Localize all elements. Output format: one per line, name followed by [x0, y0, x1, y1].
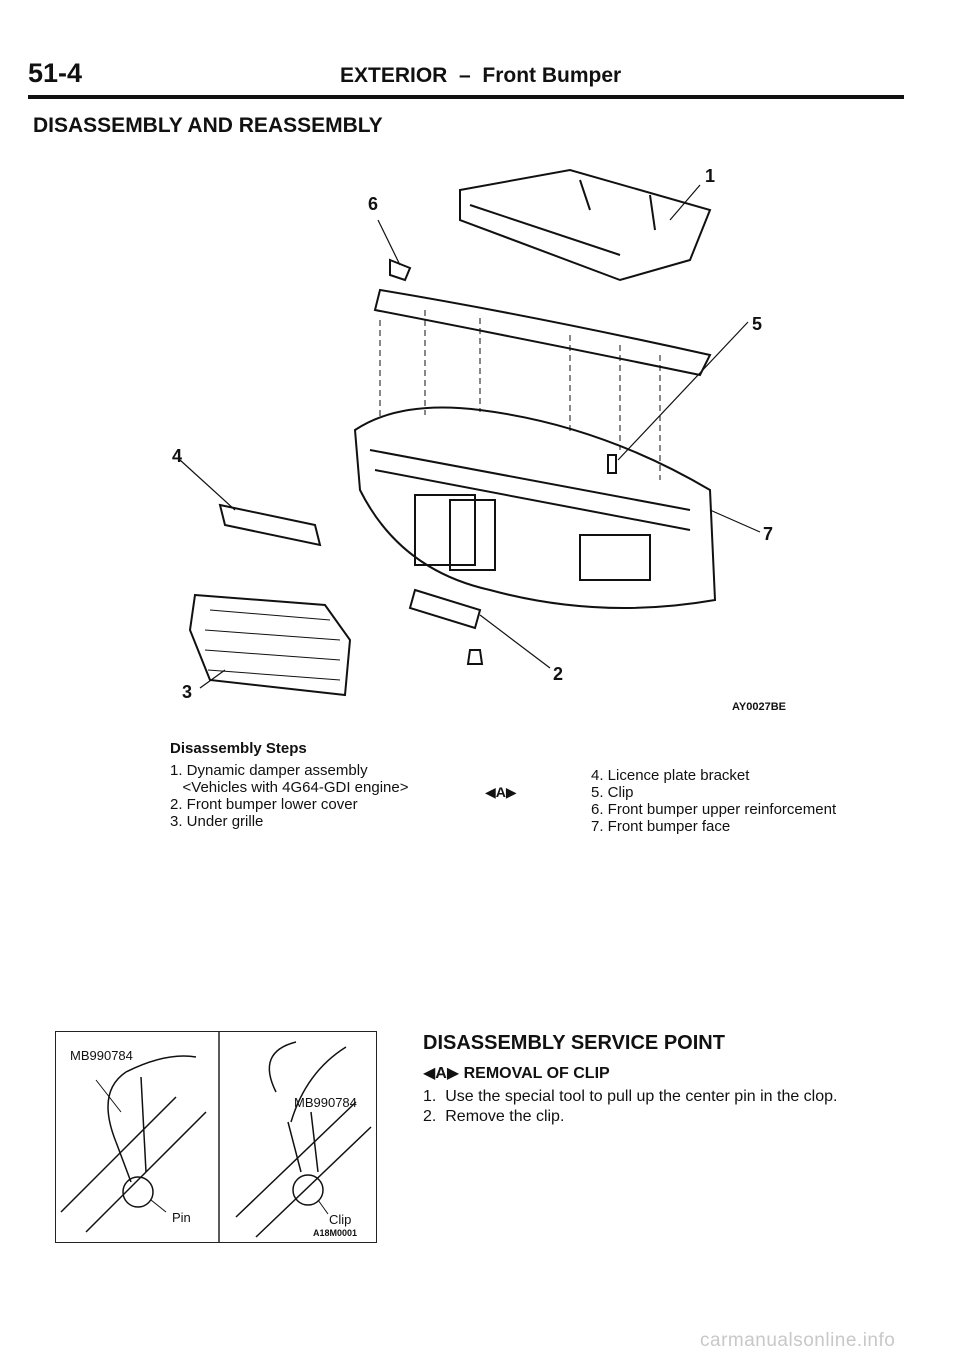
step-item: 2. Front bumper lower cover: [170, 796, 358, 813]
callout-5: 5: [752, 314, 762, 334]
step-item: 1. Dynamic damper assembly: [170, 762, 368, 779]
part-bumper-face: [353, 406, 717, 609]
steps-list-right: 4. Licence plate bracket 5. Clip 6. Fron…: [591, 767, 836, 835]
part-under-grille: [188, 593, 352, 697]
page-number: 51-4: [28, 58, 83, 88]
tool-label-right: MB990784: [294, 1095, 357, 1110]
callout-6: 6: [368, 194, 378, 214]
diagram-parts: [188, 168, 717, 697]
service-point-steps: 1. Use the special tool to pull up the c…: [423, 1087, 837, 1127]
step-item: 3. Under grille: [170, 813, 264, 830]
tool-label-left: MB990784: [70, 1048, 133, 1063]
service-step: 1. Use the special tool to pull up the c…: [423, 1088, 838, 1105]
service-point-title: DISASSEMBLY SERVICE POINT: [423, 1032, 725, 1054]
service-point-subtitle: ◀A▶ REMOVAL OF CLIP: [423, 1065, 610, 1082]
diagram-leader-lines: [179, 184, 761, 689]
service-point-marker: ◀A▶: [485, 784, 517, 800]
part-upper-reinforcement: [459, 168, 712, 282]
steps-list-left: 1. Dynamic damper assembly <Vehicles wit…: [170, 762, 408, 830]
callout-2: 2: [553, 664, 563, 684]
section-title: DISASSEMBLY AND REASSEMBLY: [33, 114, 383, 137]
service-step: 2. Remove the clip.: [423, 1108, 565, 1125]
header-rule: [28, 95, 904, 99]
callout-4: 4: [172, 446, 182, 466]
diagram-guide-lines: [379, 310, 661, 480]
step-item: 6. Front bumper upper reinforcement: [591, 801, 837, 818]
part-lower-cover: [408, 588, 482, 630]
tool-figure-code: A18M0001: [313, 1228, 357, 1238]
callout-1: 1: [705, 166, 715, 186]
step-item: 5. Clip: [591, 784, 634, 801]
callout-7: 7: [763, 524, 773, 544]
watermark: carmanualsonline.info: [700, 1330, 896, 1351]
step-item: <Vehicles with 4G64-GDI engine>: [170, 779, 409, 796]
page-header-title: EXTERIOR – Front Bumper: [340, 64, 622, 87]
part-clip: [607, 454, 617, 474]
part-upper-bracket: [373, 288, 712, 377]
clip-label: Clip: [329, 1212, 351, 1227]
tool-illustration: MB990784 MB990784 Pin Clip A18M0001: [55, 1031, 377, 1243]
pin-label: Pin: [172, 1210, 191, 1225]
diagram-figure-code: AY0027BE: [732, 701, 787, 713]
step-item: 4. Licence plate bracket: [591, 767, 750, 784]
step-item: 7. Front bumper face: [591, 818, 731, 835]
steps-title: Disassembly Steps: [170, 740, 307, 757]
callout-3: 3: [182, 682, 192, 702]
exploded-view-diagram: 1 2 3 4 5 6 7: [172, 166, 773, 702]
tool-illustration-svg: MB990784 MB990784 Pin Clip A18M0001: [60, 1032, 372, 1242]
part-licence-bracket: [218, 503, 322, 547]
